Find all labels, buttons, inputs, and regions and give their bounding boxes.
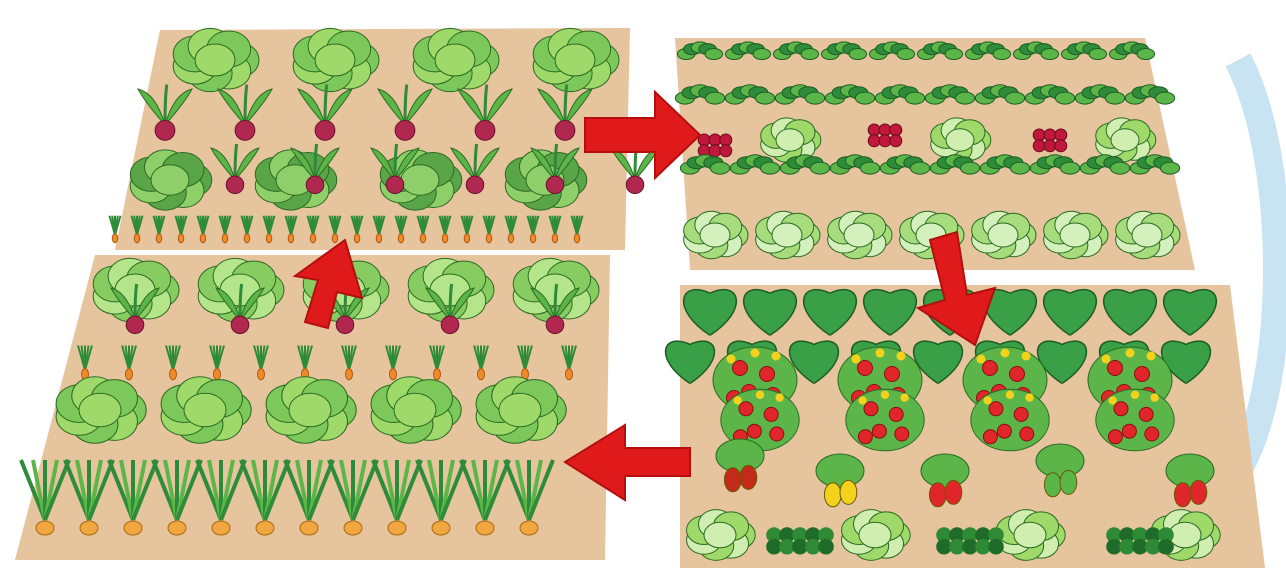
- lettuce-plant: [756, 211, 820, 258]
- lettuce-plant: [828, 211, 892, 258]
- lettuce-plant: [761, 118, 821, 162]
- lettuce-plant: [130, 150, 212, 210]
- lettuce-plant: [371, 377, 461, 443]
- lettuce-plant: [687, 510, 756, 561]
- lettuce-plant: [842, 510, 911, 561]
- tomato-plant: [1096, 389, 1174, 451]
- lettuce-plant: [266, 377, 356, 443]
- lettuce-plant: [1116, 211, 1180, 258]
- lettuce-plant: [997, 510, 1066, 561]
- lettuce-plant: [173, 28, 259, 91]
- lettuce-plant: [413, 28, 499, 91]
- radish-cluster: [698, 134, 732, 157]
- tomato-plant: [971, 389, 1049, 451]
- radish-cluster: [868, 124, 902, 147]
- lettuce-plant: [533, 28, 619, 91]
- spinach-patch: [766, 527, 834, 554]
- lettuce-plant: [684, 211, 748, 258]
- tomato-plant: [846, 389, 924, 451]
- lettuce-plant: [161, 377, 251, 443]
- lettuce-plant: [972, 211, 1036, 258]
- lettuce-plant: [56, 377, 146, 443]
- lettuce-plant: [293, 28, 379, 91]
- lettuce-plant: [1044, 211, 1108, 258]
- spinach-patch: [1106, 527, 1174, 554]
- radish-cluster: [1033, 129, 1067, 152]
- lettuce-plant: [476, 377, 566, 443]
- spinach-patch: [936, 527, 1004, 554]
